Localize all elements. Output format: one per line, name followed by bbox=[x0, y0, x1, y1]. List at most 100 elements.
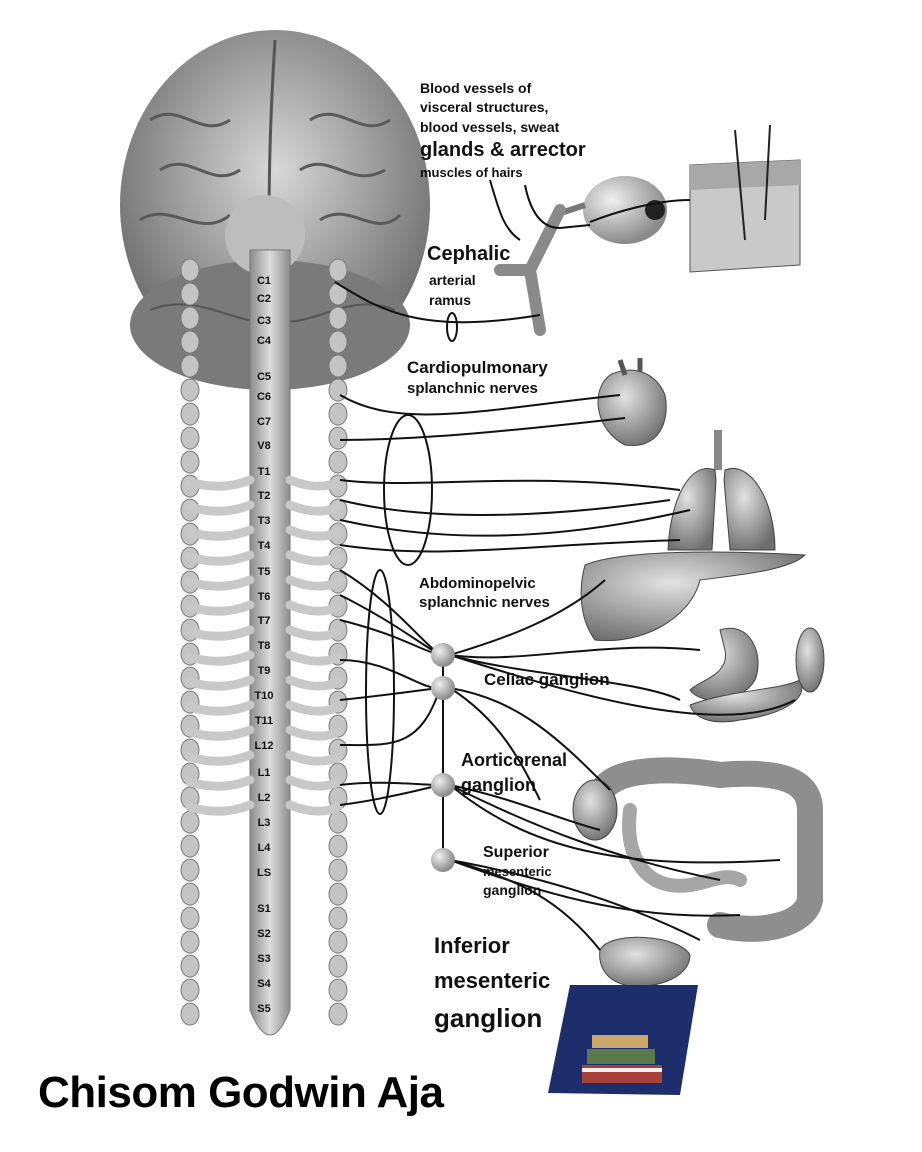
spinal-ramus bbox=[185, 775, 255, 791]
superior-mesenteric-ganglion-node bbox=[431, 773, 455, 797]
label-inferior-ganglion: ganglion bbox=[434, 1003, 543, 1033]
label-aorticorenal-ganglion: ganglion bbox=[461, 775, 536, 795]
spinal-ramus bbox=[185, 725, 255, 741]
chain-ganglion bbox=[328, 810, 348, 834]
skin-section bbox=[689, 124, 801, 273]
segment-label: T9 bbox=[257, 665, 271, 677]
label-blood-vessels-2: visceral structures, bbox=[420, 99, 549, 115]
spinal-ramus bbox=[185, 600, 255, 616]
chain-ganglion bbox=[328, 402, 348, 426]
chain-ganglion bbox=[180, 378, 200, 402]
label-ramus: ramus bbox=[429, 292, 472, 308]
spinal-ramus bbox=[285, 700, 343, 716]
segment-label: S5 bbox=[257, 1003, 271, 1015]
spinal-ramus bbox=[285, 550, 343, 566]
segment-label: L4 bbox=[257, 842, 271, 854]
spinal-ramus bbox=[285, 600, 343, 616]
label-superior-ganglion: ganglion bbox=[483, 882, 542, 898]
nerve-fibers bbox=[334, 179, 796, 951]
spinal-ramus bbox=[285, 500, 343, 516]
chain-ganglion bbox=[328, 354, 348, 378]
chain-ganglion bbox=[328, 1002, 348, 1026]
label-abdomino-splanchnic: splanchnic nerves bbox=[419, 594, 550, 611]
segment-label: LS bbox=[256, 867, 272, 879]
segment-label: C3 bbox=[256, 315, 272, 327]
chain-ganglion bbox=[328, 954, 348, 978]
label-inferior: Inferior bbox=[434, 933, 510, 958]
segment-label: C2 bbox=[256, 293, 272, 305]
label-blood-vessels-5: muscles of hairs bbox=[420, 165, 523, 180]
label-cephalic: Cephalic bbox=[427, 243, 511, 265]
segment-label: C6 bbox=[256, 391, 272, 403]
author-name: Chisom Godwin Aja bbox=[38, 1068, 444, 1117]
label-aorticorenal: Aorticorenal bbox=[461, 750, 568, 770]
segment-label: T10 bbox=[254, 690, 274, 702]
spinal-ramus bbox=[285, 775, 343, 791]
spinal-ramus bbox=[185, 575, 255, 591]
eye bbox=[554, 176, 667, 244]
spinal-rami bbox=[185, 475, 343, 816]
inferior-mesenteric-ganglion-node bbox=[431, 848, 455, 872]
spinal-ramus bbox=[185, 550, 255, 566]
label-superior-mesenteric: mesenteric bbox=[483, 864, 552, 879]
spinal-cord bbox=[249, 249, 291, 1036]
segment-label: V8 bbox=[257, 440, 271, 452]
chain-ganglion bbox=[180, 354, 200, 378]
segment-label: S4 bbox=[257, 978, 271, 990]
segment-label: T8 bbox=[257, 640, 271, 652]
spinal-ramus bbox=[185, 475, 255, 491]
label-cardiopulmonary: Cardiopulmonary bbox=[407, 358, 548, 377]
chain-ganglion bbox=[180, 858, 200, 882]
label-abdominopelvic: Abdominopelvic bbox=[419, 575, 536, 592]
segment-label: S2 bbox=[257, 928, 271, 940]
label-blood-vessels-1: Blood vessels of bbox=[420, 80, 532, 96]
segment-label: L2 bbox=[257, 792, 271, 804]
books-logo bbox=[548, 985, 698, 1095]
chain-ganglion bbox=[180, 426, 200, 450]
segment-label: T1 bbox=[257, 466, 271, 478]
celiac-ganglion bbox=[431, 643, 455, 667]
segment-label: T7 bbox=[257, 615, 271, 627]
label-blood-vessels-4: glands & arrector bbox=[420, 139, 586, 161]
segment-label: C4 bbox=[256, 335, 272, 347]
spinal-ramus bbox=[285, 475, 343, 491]
chain-ganglion bbox=[328, 882, 348, 906]
segment-label: T5 bbox=[257, 566, 271, 578]
label-blood-vessels-3: blood vessels, sweat bbox=[420, 119, 560, 135]
intestines bbox=[572, 757, 823, 942]
blood-vessel bbox=[494, 204, 566, 336]
segment-label: C5 bbox=[256, 371, 272, 383]
segment-label: C1 bbox=[256, 275, 272, 287]
spinal-ramus bbox=[285, 750, 343, 766]
chain-ganglion bbox=[328, 858, 348, 882]
chain-ganglion bbox=[180, 978, 200, 1002]
chain-ganglion bbox=[180, 258, 200, 282]
segment-label: S3 bbox=[257, 953, 271, 965]
label-cardio-splanchnic: splanchnic nerves bbox=[407, 380, 538, 397]
liver bbox=[580, 551, 807, 642]
label-superior: Superior bbox=[483, 844, 549, 861]
spinal-ramus bbox=[285, 650, 343, 666]
spinal-ramus bbox=[185, 700, 255, 716]
chain-ganglion bbox=[180, 1002, 200, 1026]
chain-ganglion bbox=[180, 882, 200, 906]
spinal-ramus bbox=[185, 650, 255, 666]
heart bbox=[597, 358, 667, 446]
chain-ganglion bbox=[180, 450, 200, 474]
chain-ganglion bbox=[328, 906, 348, 930]
spinal-ramus bbox=[185, 525, 255, 541]
chain-ganglion bbox=[180, 834, 200, 858]
chain-ganglion bbox=[180, 330, 200, 354]
chain-ganglion bbox=[328, 306, 348, 330]
chain-ganglion bbox=[328, 930, 348, 954]
spinal-ramus bbox=[285, 725, 343, 741]
spinal-ramus bbox=[185, 750, 255, 766]
label-inferior-mesenteric: mesenteric bbox=[434, 968, 551, 993]
chain-ganglion bbox=[328, 282, 348, 306]
spinal-ramus bbox=[285, 525, 343, 541]
chain-ganglion bbox=[328, 978, 348, 1002]
stomach bbox=[689, 627, 825, 723]
chain-ganglion bbox=[328, 330, 348, 354]
